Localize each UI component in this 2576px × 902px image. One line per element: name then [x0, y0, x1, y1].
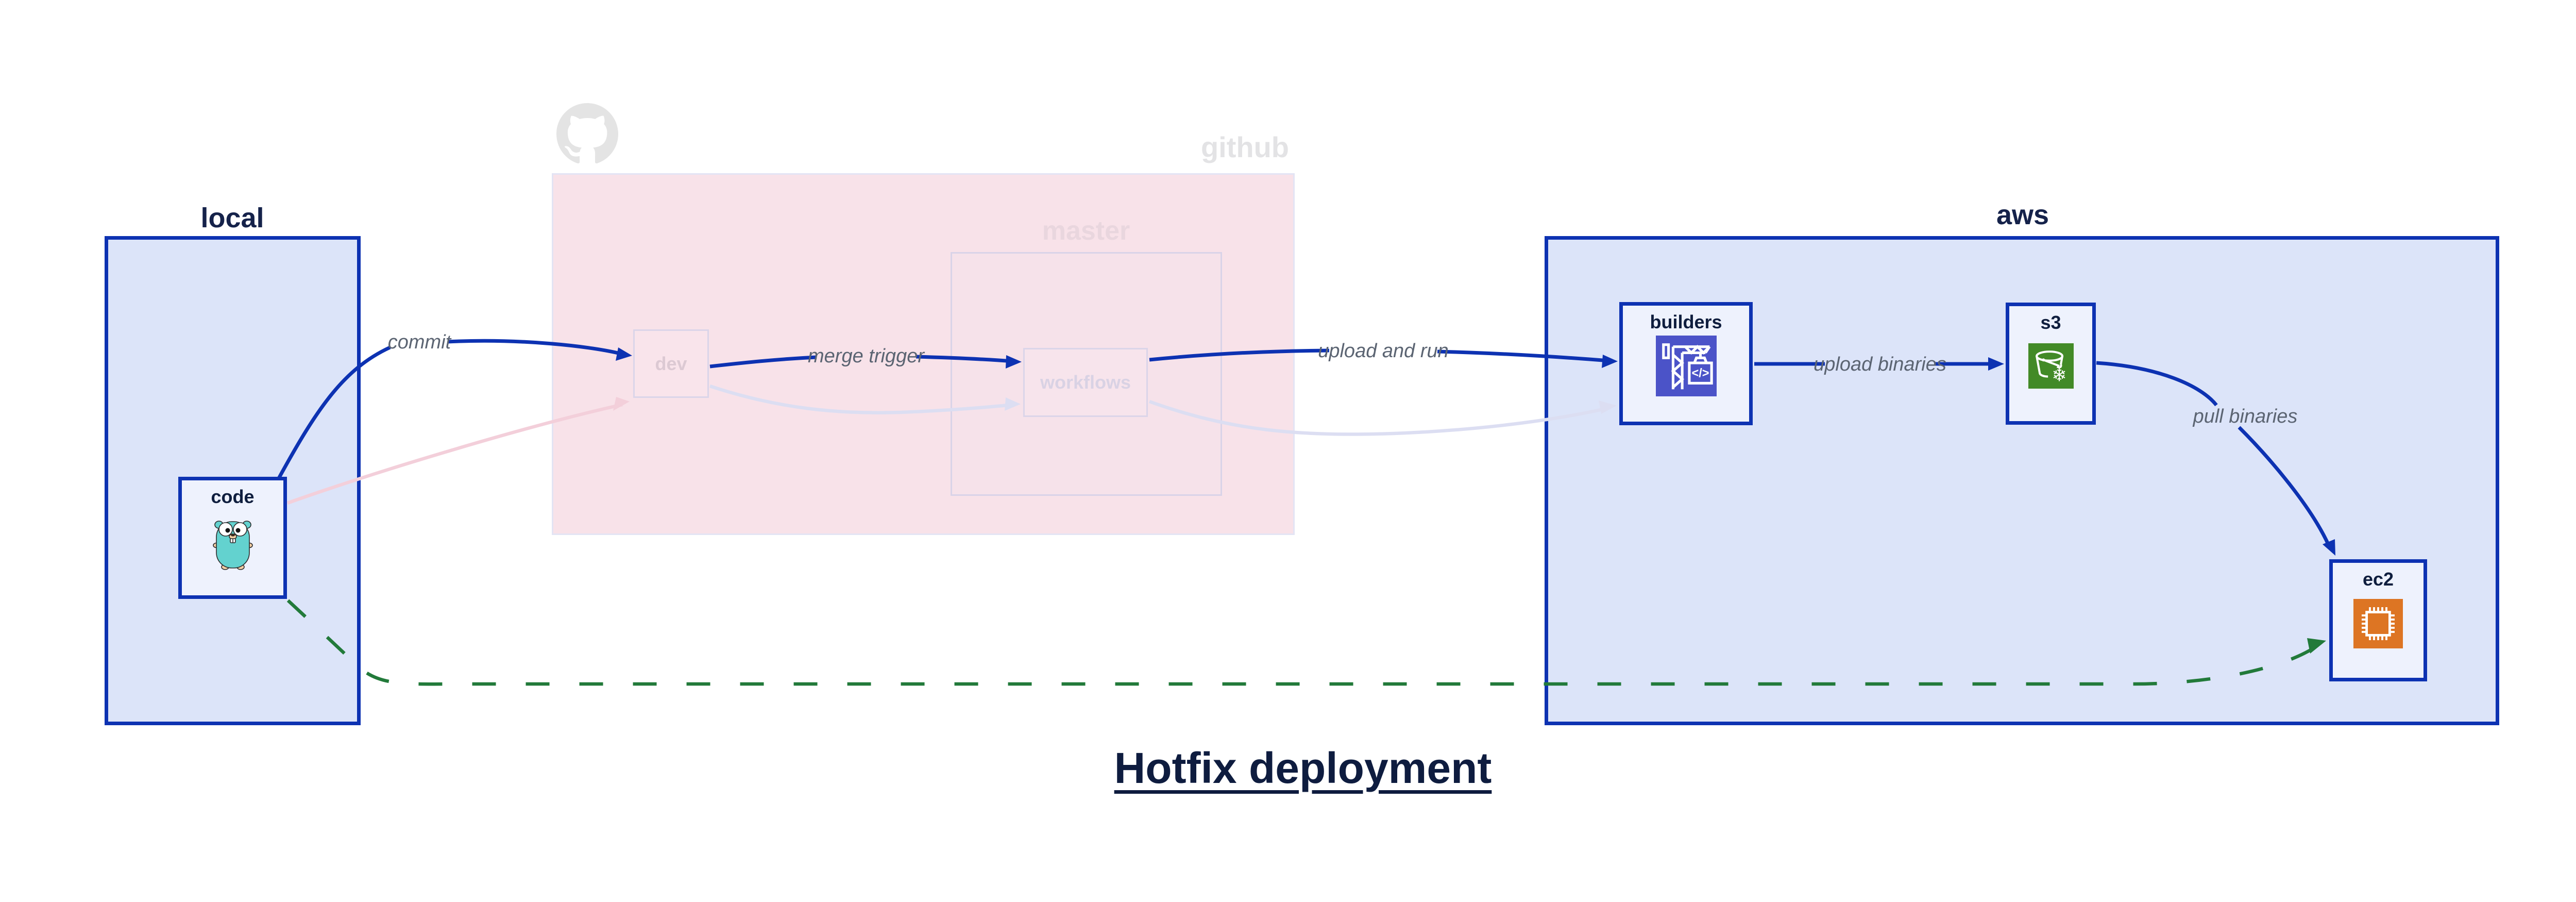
s3-glacier-icon: ❄ — [2028, 343, 2074, 389]
codebuild-code-glyph: </> — [1691, 367, 1709, 380]
node-dev-label: dev — [655, 353, 687, 374]
container-github-label: github — [1200, 131, 1289, 163]
codebuild-icon: </> — [1655, 336, 1717, 396]
container-aws-label: aws — [1996, 199, 2049, 230]
node-ec2: ec2 — [2329, 559, 2427, 681]
edge-label-pull-binaries: pull binaries — [2193, 406, 2298, 427]
diagram-title: Hotfix deployment — [1114, 744, 1492, 792]
node-builders-label: builders — [1650, 311, 1722, 332]
node-workflows: workflows — [1023, 348, 1148, 417]
node-builders: builders </> — [1619, 302, 1753, 425]
node-dev: dev — [633, 329, 709, 398]
s3-snowflake-glyph: ❄ — [2052, 364, 2066, 386]
container-master-label: master — [1042, 216, 1130, 246]
edge-label-upload-and-run: upload and run — [1318, 340, 1449, 362]
edge-label-upload-binaries: upload binaries — [1814, 354, 1946, 375]
node-s3: s3 ❄ — [2006, 303, 2096, 425]
gopher-icon — [212, 521, 253, 570]
node-code: code — [178, 477, 287, 599]
node-code-label: code — [211, 486, 255, 507]
edge-label-merge-trigger: merge trigger — [808, 345, 924, 367]
container-local-label: local — [200, 203, 264, 233]
node-s3-label: s3 — [2040, 312, 2061, 333]
node-workflows-label: workflows — [1040, 372, 1131, 393]
container-master — [951, 252, 1222, 496]
github-logo-icon — [556, 103, 618, 164]
edge-label-commit: commit — [387, 331, 451, 353]
node-ec2-label: ec2 — [2362, 569, 2394, 590]
ec2-chip-icon — [2353, 599, 2403, 648]
